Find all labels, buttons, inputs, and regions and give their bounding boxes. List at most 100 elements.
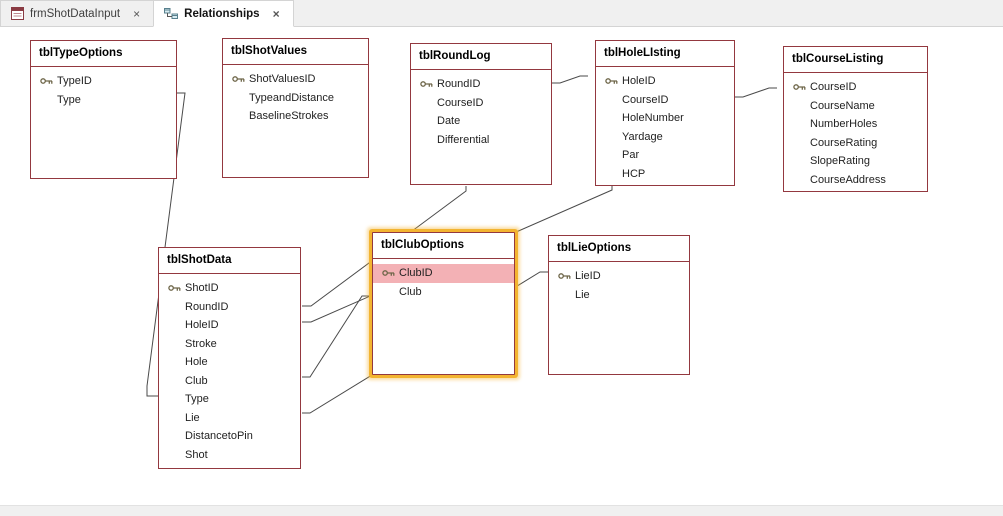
field-row-baselinestrokes[interactable]: BaselineStrokes (223, 107, 368, 126)
field-row-holeid[interactable]: HoleID (159, 316, 300, 335)
field-row-type[interactable]: Type (159, 390, 300, 409)
field-row-numberholes[interactable]: NumberHoles (784, 115, 927, 134)
field-row-shotvaluesid[interactable]: ShotValuesID (223, 70, 368, 89)
field-row-holeid[interactable]: HoleID (596, 72, 734, 91)
field-row-roundid[interactable]: RoundID (159, 298, 300, 317)
table-title[interactable]: tblCourseListing (784, 47, 927, 73)
field-name: Date (437, 115, 461, 128)
field-row-courseid[interactable]: CourseID (596, 91, 734, 110)
field-name: RoundID (185, 300, 229, 313)
primary-key-icon (793, 82, 810, 92)
field-row-yardage[interactable]: Yardage (596, 128, 734, 147)
field-row-club[interactable]: Club (373, 283, 514, 302)
field-row-roundid[interactable]: RoundID (411, 75, 551, 94)
form-icon (11, 7, 24, 20)
field-name: HoleID (185, 319, 219, 332)
field-row-hole[interactable]: Hole (159, 353, 300, 372)
document-tabbar: frmShotDataInput × Relationships × (0, 0, 1003, 27)
table-title[interactable]: tblClubOptions (373, 233, 514, 259)
close-tab-icon[interactable]: × (272, 6, 280, 21)
table-title[interactable]: tblRoundLog (411, 44, 551, 70)
field-row-courserating[interactable]: CourseRating (784, 134, 927, 153)
table-tbllieoptions[interactable]: tblLieOptions LieID Lie (548, 235, 690, 375)
field-row-courseid[interactable]: CourseID (784, 78, 927, 97)
table-title[interactable]: tblShotData (159, 248, 300, 274)
relationship-line[interactable] (552, 75, 588, 84)
table-title[interactable]: tblTypeOptions (31, 41, 176, 67)
field-row-typeanddistance[interactable]: TypeandDistance (223, 89, 368, 108)
table-title[interactable]: tblLieOptions (549, 236, 689, 262)
field-row-lieid[interactable]: LieID (549, 267, 689, 286)
field-name: LieID (575, 270, 601, 283)
field-name: Hole (185, 356, 208, 369)
field-name: TypeID (57, 75, 92, 88)
field-name: ShotValuesID (249, 73, 316, 86)
field-name: CourseRating (810, 136, 878, 149)
field-row-type[interactable]: Type (31, 91, 176, 110)
tab-label: Relationships (184, 7, 260, 20)
field-row-lie[interactable]: Lie (549, 286, 689, 305)
field-name: CourseID (622, 93, 669, 106)
table-title[interactable]: tblHoleLIsting (596, 41, 734, 67)
primary-key-icon (420, 79, 437, 89)
primary-key-icon (232, 74, 249, 84)
field-name: Club (185, 374, 208, 387)
field-row-shotid[interactable]: ShotID (159, 279, 300, 298)
tab-relationships[interactable]: Relationships × (153, 0, 294, 27)
field-name: Yardage (622, 130, 663, 143)
field-name: Stroke (185, 337, 217, 350)
field-row-coursename[interactable]: CourseName (784, 97, 927, 116)
horizontal-scrollbar[interactable] (0, 505, 1003, 516)
field-name: Par (622, 149, 640, 162)
tab-frmshotdatainput[interactable]: frmShotDataInput × (0, 0, 155, 27)
table-tbltypeoptions[interactable]: tblTypeOptions TypeID Type (30, 40, 177, 179)
field-row-holenumber[interactable]: HoleNumber (596, 109, 734, 128)
field-row-lie[interactable]: Lie (159, 409, 300, 428)
field-name: CourseAddress (810, 173, 886, 186)
field-row-par[interactable]: Par (596, 146, 734, 165)
field-name: CourseID (810, 81, 857, 94)
field-name: Club (399, 285, 422, 298)
field-name: Lie (185, 411, 200, 424)
field-row-sloperating[interactable]: SlopeRating (784, 152, 927, 171)
relationship-line[interactable] (146, 92, 186, 397)
field-row-courseaddress[interactable]: CourseAddress (784, 171, 927, 190)
field-row-distancetopin[interactable]: DistancetoPin (159, 427, 300, 446)
field-row-differential[interactable]: Differential (411, 131, 551, 150)
primary-key-icon (168, 283, 185, 293)
field-row-clubid[interactable]: ClubID (373, 264, 514, 283)
field-name: SlopeRating (810, 155, 870, 168)
field-name: ShotID (185, 282, 219, 295)
field-row-hcp[interactable]: HCP (596, 165, 734, 184)
field-row-shot[interactable]: Shot (159, 446, 300, 465)
field-name: HoleID (622, 75, 656, 88)
field-name: Type (57, 93, 81, 106)
table-title[interactable]: tblShotValues (223, 39, 368, 65)
field-row-courseid[interactable]: CourseID (411, 94, 551, 113)
relationship-line[interactable] (302, 295, 369, 378)
field-list: TypeID Type (31, 67, 176, 109)
table-tblcluboptions[interactable]: tblClubOptions ClubID Club (372, 232, 515, 375)
field-name: DistancetoPin (185, 430, 253, 443)
field-name: CourseName (810, 99, 875, 112)
field-row-date[interactable]: Date (411, 112, 551, 131)
field-row-club[interactable]: Club (159, 372, 300, 391)
field-row-typeid[interactable]: TypeID (31, 72, 176, 91)
field-list: ClubID Club (373, 259, 514, 301)
field-name: RoundID (437, 78, 481, 91)
field-name: HCP (622, 167, 646, 180)
close-tab-icon[interactable]: × (133, 6, 141, 21)
field-row-stroke[interactable]: Stroke (159, 335, 300, 354)
field-name: ClubID (399, 267, 433, 280)
table-tblshotvalues[interactable]: tblShotValues ShotValuesID TypeandDistanc… (222, 38, 369, 178)
relationship-line[interactable] (735, 87, 777, 98)
primary-key-icon (605, 76, 622, 86)
relationships-icon (164, 7, 179, 20)
